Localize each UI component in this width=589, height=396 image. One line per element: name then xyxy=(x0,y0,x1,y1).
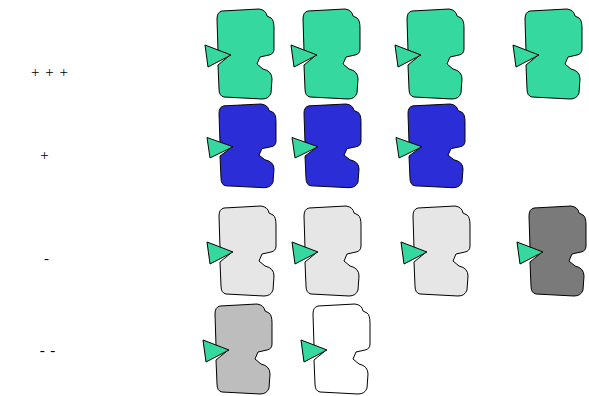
row-label: + + + xyxy=(31,64,69,81)
row-plus3 xyxy=(205,9,582,99)
row-label: + xyxy=(40,147,49,164)
row-minus2 xyxy=(203,304,370,394)
row-minus xyxy=(207,206,586,296)
row-label: - - xyxy=(40,342,57,359)
row-label: - xyxy=(44,250,50,267)
row-plus xyxy=(207,104,465,188)
